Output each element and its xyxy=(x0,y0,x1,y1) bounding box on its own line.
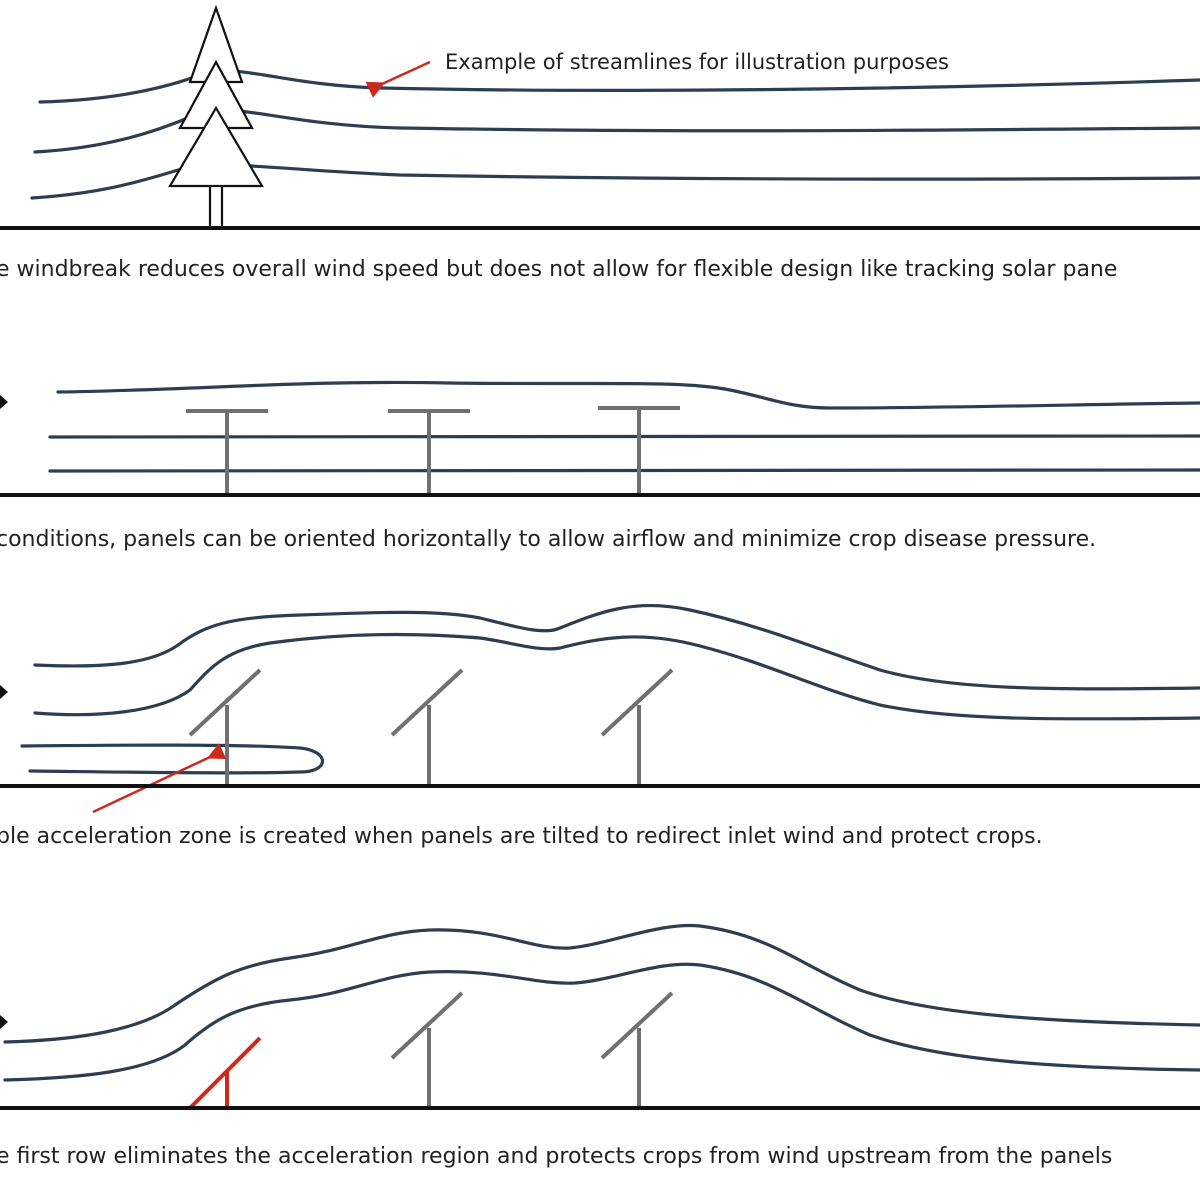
streamline xyxy=(33,603,1200,691)
streamline xyxy=(3,962,1200,1082)
solar-panel-tilted xyxy=(600,991,674,1108)
panel-2-horizontal: conditions, panels can be oriented horiz… xyxy=(0,380,1200,552)
inlet-arrow-icon xyxy=(0,685,8,699)
streamline xyxy=(48,434,1200,439)
streamline xyxy=(3,923,1200,1044)
inlet-arrow-icon xyxy=(0,1015,8,1029)
annotation-pointer-arrow xyxy=(365,60,431,98)
solar-panel-tilted xyxy=(390,991,464,1108)
tree-windbreak-icon xyxy=(168,4,264,230)
fixed-first-row-panel xyxy=(188,1036,262,1110)
panel-4-caption: e first row eliminates the acceleration … xyxy=(0,1144,1112,1169)
solar-panel-tilted xyxy=(600,668,674,786)
streamline xyxy=(30,163,1200,200)
panel-4-first-row: e first row eliminates the acceleration … xyxy=(0,923,1200,1169)
streamline-annotation: Example of streamlines for illustration … xyxy=(445,50,949,74)
solar-panel-tilted xyxy=(390,668,464,786)
solar-panel-tilted xyxy=(188,668,262,786)
inlet-arrow-icon xyxy=(0,395,8,409)
panel-1-windbreak: Example of streamlines for illustration … xyxy=(0,4,1200,282)
panel-3-tilted: ble acceleration zone is created when pa… xyxy=(0,603,1200,849)
streamline xyxy=(56,380,1200,410)
streamline xyxy=(48,468,1200,473)
panel-3-caption: ble acceleration zone is created when pa… xyxy=(0,824,1043,849)
solar-panel-horizontal xyxy=(186,409,268,494)
solar-panel-horizontal xyxy=(598,406,680,494)
solar-panel-horizontal xyxy=(388,409,470,494)
acceleration-loop xyxy=(20,743,325,775)
streamline xyxy=(33,108,1200,154)
streamline xyxy=(33,632,1200,721)
panel-2-caption: conditions, panels can be oriented horiz… xyxy=(0,527,1096,552)
panel-1-caption: e windbreak reduces overall wind speed b… xyxy=(0,257,1117,282)
